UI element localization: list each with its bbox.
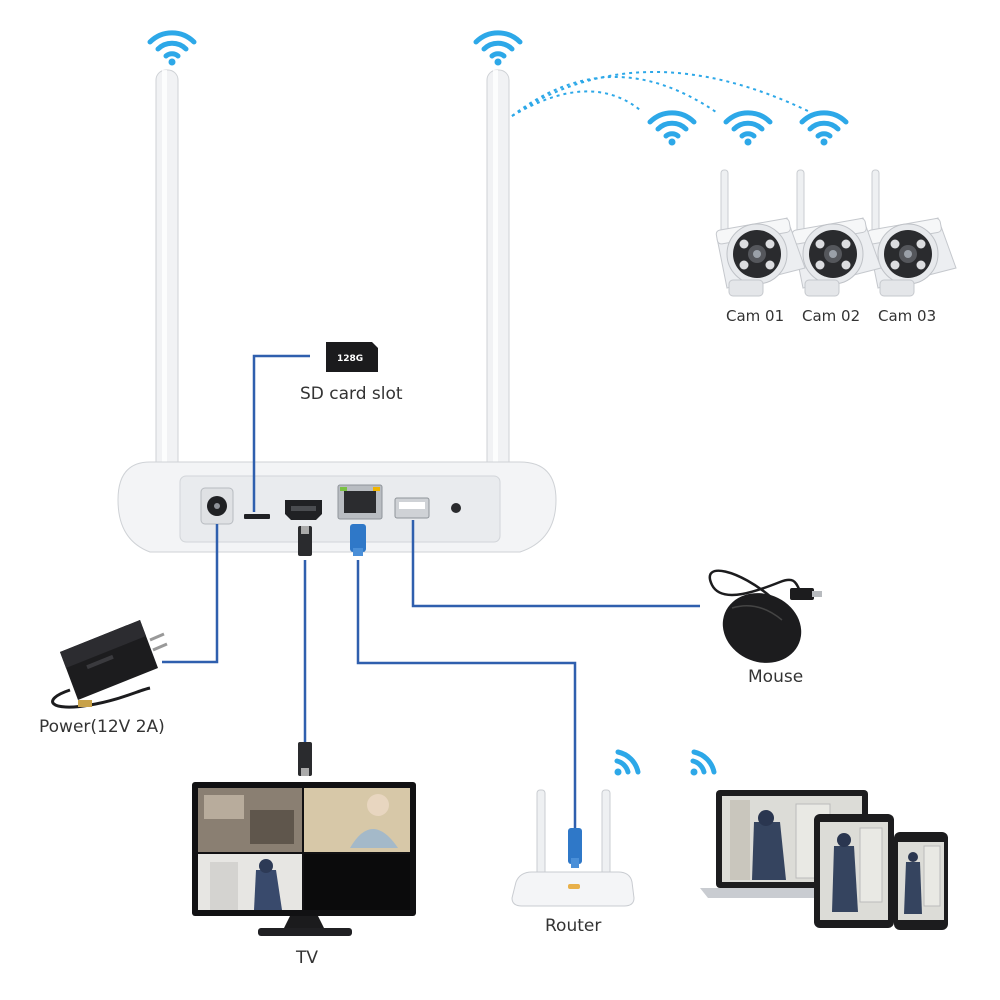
sd-card-slot-label: SD card slot — [300, 384, 403, 404]
wifi-icon — [476, 33, 520, 66]
wifi-icon — [615, 752, 639, 776]
wireless-links — [511, 71, 811, 117]
power-adapter — [51, 620, 168, 709]
cam-01-label: Cam 01 — [726, 307, 785, 325]
camera-03 — [866, 169, 957, 297]
camera-02 — [791, 169, 882, 297]
wifi-icon — [650, 113, 694, 146]
nvr-box — [117, 461, 557, 553]
tv-label: TV — [296, 948, 319, 968]
router-label: Router — [545, 916, 602, 936]
wifi-icon — [726, 113, 770, 146]
sd-card: 128G — [326, 342, 378, 372]
connection-lines — [162, 354, 700, 830]
cam-02-label: Cam 02 — [802, 307, 861, 325]
router — [511, 789, 635, 907]
wifi-icon — [150, 33, 194, 66]
tablet — [814, 814, 894, 928]
svg-text:128G: 128G — [337, 354, 363, 364]
tv-monitor — [192, 782, 416, 936]
wifi-icon — [802, 113, 846, 146]
mouse-label: Mouse — [748, 667, 804, 687]
camera-01 — [715, 169, 806, 297]
cam-03-label: Cam 03 — [878, 307, 937, 325]
wifi-icon — [691, 752, 715, 776]
smartphone — [894, 832, 948, 930]
mouse — [708, 569, 822, 663]
power-label: Power(12V 2A) — [39, 717, 165, 737]
